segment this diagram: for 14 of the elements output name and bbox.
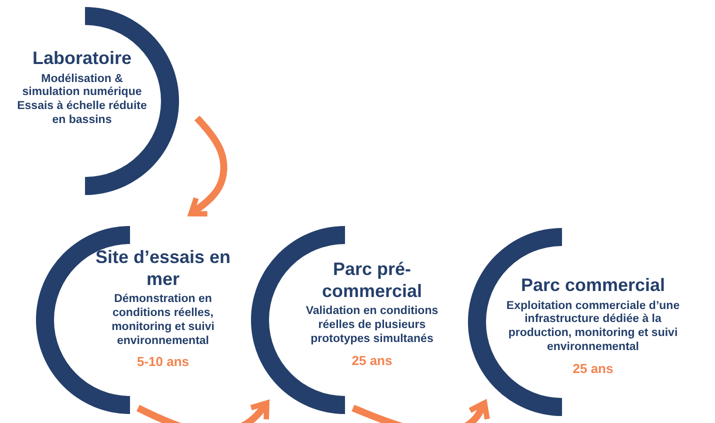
stage-description: Validation en conditions réelles de plusieurs prototypes simultanés [304,305,440,347]
stage-title: Parc commercial [520,275,666,297]
stage-description: Démonstration en conditions réelles, monitoring et suivi environnemental [110,293,216,348]
stage-title: Laboratoire [31,48,133,70]
stage-title: Site d’essais en mer [94,247,232,290]
curved-arrow [352,400,490,423]
duration-label: 5-10 ans [136,354,190,370]
stage-description: Modélisation & simulation numérique Essais à échelle réduite en bassins [16,72,148,128]
duration-label: 25 ans [572,360,614,376]
stage-description: Exploitation commerciale d’une infrastructure dédiée à la production, monitoring et suivi environnemental [505,300,681,355]
curved-arrow [136,400,270,423]
duration-label: 25 ans [350,352,394,368]
curved-arrow [188,116,228,216]
stage-title: Parc pré-commercial [320,259,424,302]
